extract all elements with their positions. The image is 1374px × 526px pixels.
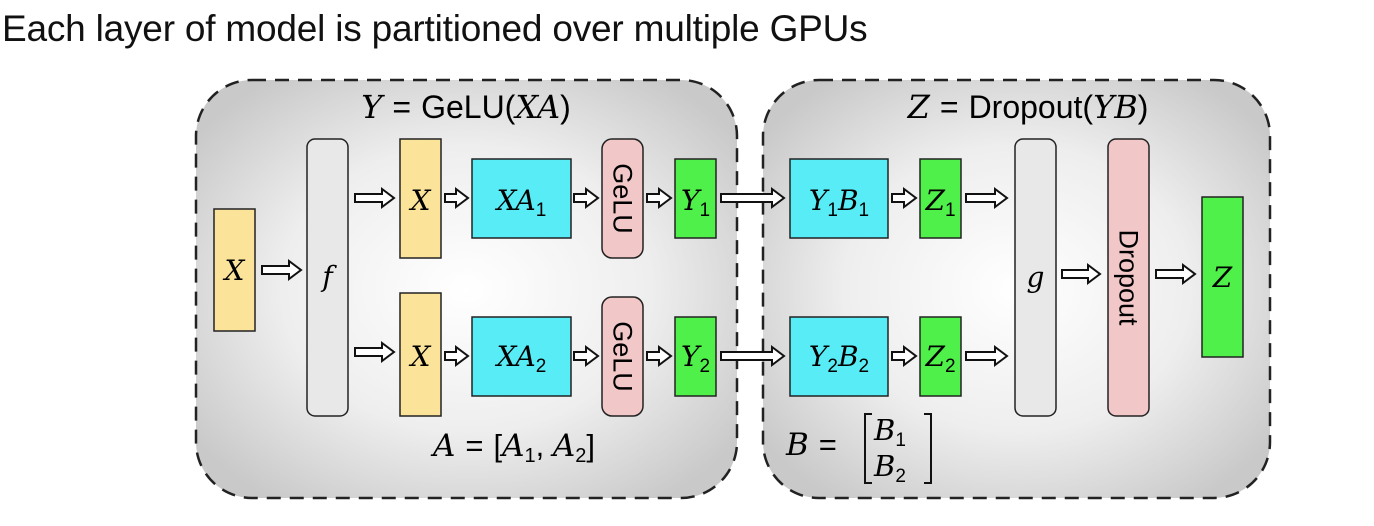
row2-gelu-label: GeLU [608, 321, 638, 392]
arrow-row2-xa-to-gelu [573, 345, 600, 367]
row2-gelu-box [601, 296, 644, 417]
arrow-row1-gelu-to-y [646, 187, 673, 209]
row2-xa-box [471, 316, 572, 397]
row2-y-label: Y2 [681, 340, 710, 377]
mlp-equation: Y=GeLU(XA) [361, 88, 570, 126]
dropout-label: Dropout [1114, 229, 1144, 326]
b-part-2: B2 [873, 449, 906, 487]
arrow-row1-y-to-yb [720, 187, 786, 209]
g-operator-label: g [1027, 261, 1045, 294]
row1-y-label: Y1 [681, 184, 710, 221]
output-z-label: Z [1212, 261, 1233, 294]
dropout-box [1107, 138, 1150, 417]
b-left-bracket [864, 413, 872, 484]
arrow-f-to-row1-x [354, 187, 396, 209]
g-operator-box [1014, 138, 1057, 417]
arrow-row2-z-to-g [965, 345, 1009, 367]
row1-gelu-box [601, 138, 644, 259]
arrow-row1-x-to-xa [444, 187, 470, 209]
arrow-row2-yb-to-z [891, 345, 918, 367]
arrow-row2-x-to-xa [444, 345, 470, 367]
a-partition-equation: A=[A1, A2] [430, 428, 595, 467]
b-partition-lhs: B= [785, 427, 837, 463]
b-part-1: B1 [873, 413, 906, 451]
row1-yb-box [789, 158, 889, 239]
arrow-f-to-row2-x [354, 341, 396, 363]
arrow-row2-y-to-yb [720, 345, 786, 367]
row2-x-box [399, 292, 442, 417]
b-partition-equation: B= B1 B2 [785, 413, 932, 487]
arrow-x-to-f [261, 259, 303, 281]
row2-yb-label: Y2B2 [809, 340, 869, 377]
row1-xa-label: XA1 [495, 184, 547, 221]
row2-yb-box [789, 316, 889, 397]
arrow-dropout-to-z [1155, 263, 1197, 285]
row1-x-box [399, 138, 442, 259]
flow-arrows [261, 187, 1197, 367]
output-z-box [1201, 196, 1244, 358]
arrow-row1-z-to-g [965, 187, 1009, 209]
arrow-row1-xa-to-gelu [573, 187, 600, 209]
row1-z-label: Z1 [924, 184, 955, 221]
row2-z-label: Z2 [924, 340, 955, 377]
input-x-label: X [223, 254, 246, 287]
row2-y-box [674, 316, 717, 397]
row1-gelu-label: GeLU [608, 163, 638, 234]
dropout-equation: Z=Dropout(YB) [907, 88, 1149, 126]
row1-y-box [674, 158, 717, 239]
arrow-row1-yb-to-z [891, 187, 918, 209]
arrow-g-to-dropout [1061, 263, 1102, 285]
row1-yb-label: Y1B1 [809, 184, 869, 221]
page-title: Each layer of model is partitioned over … [2, 8, 868, 49]
row2-z-box [919, 316, 962, 397]
input-x-box [213, 208, 256, 332]
arrow-row2-gelu-to-y [646, 345, 673, 367]
row1-xa-box [471, 158, 572, 239]
f-operator-box [306, 138, 349, 417]
b-right-bracket [924, 413, 932, 484]
row1-z-box [919, 158, 962, 239]
row2-xa-label: XA2 [495, 340, 547, 377]
row1-x-label: X [409, 184, 432, 217]
row2-x-label: X [409, 340, 432, 373]
